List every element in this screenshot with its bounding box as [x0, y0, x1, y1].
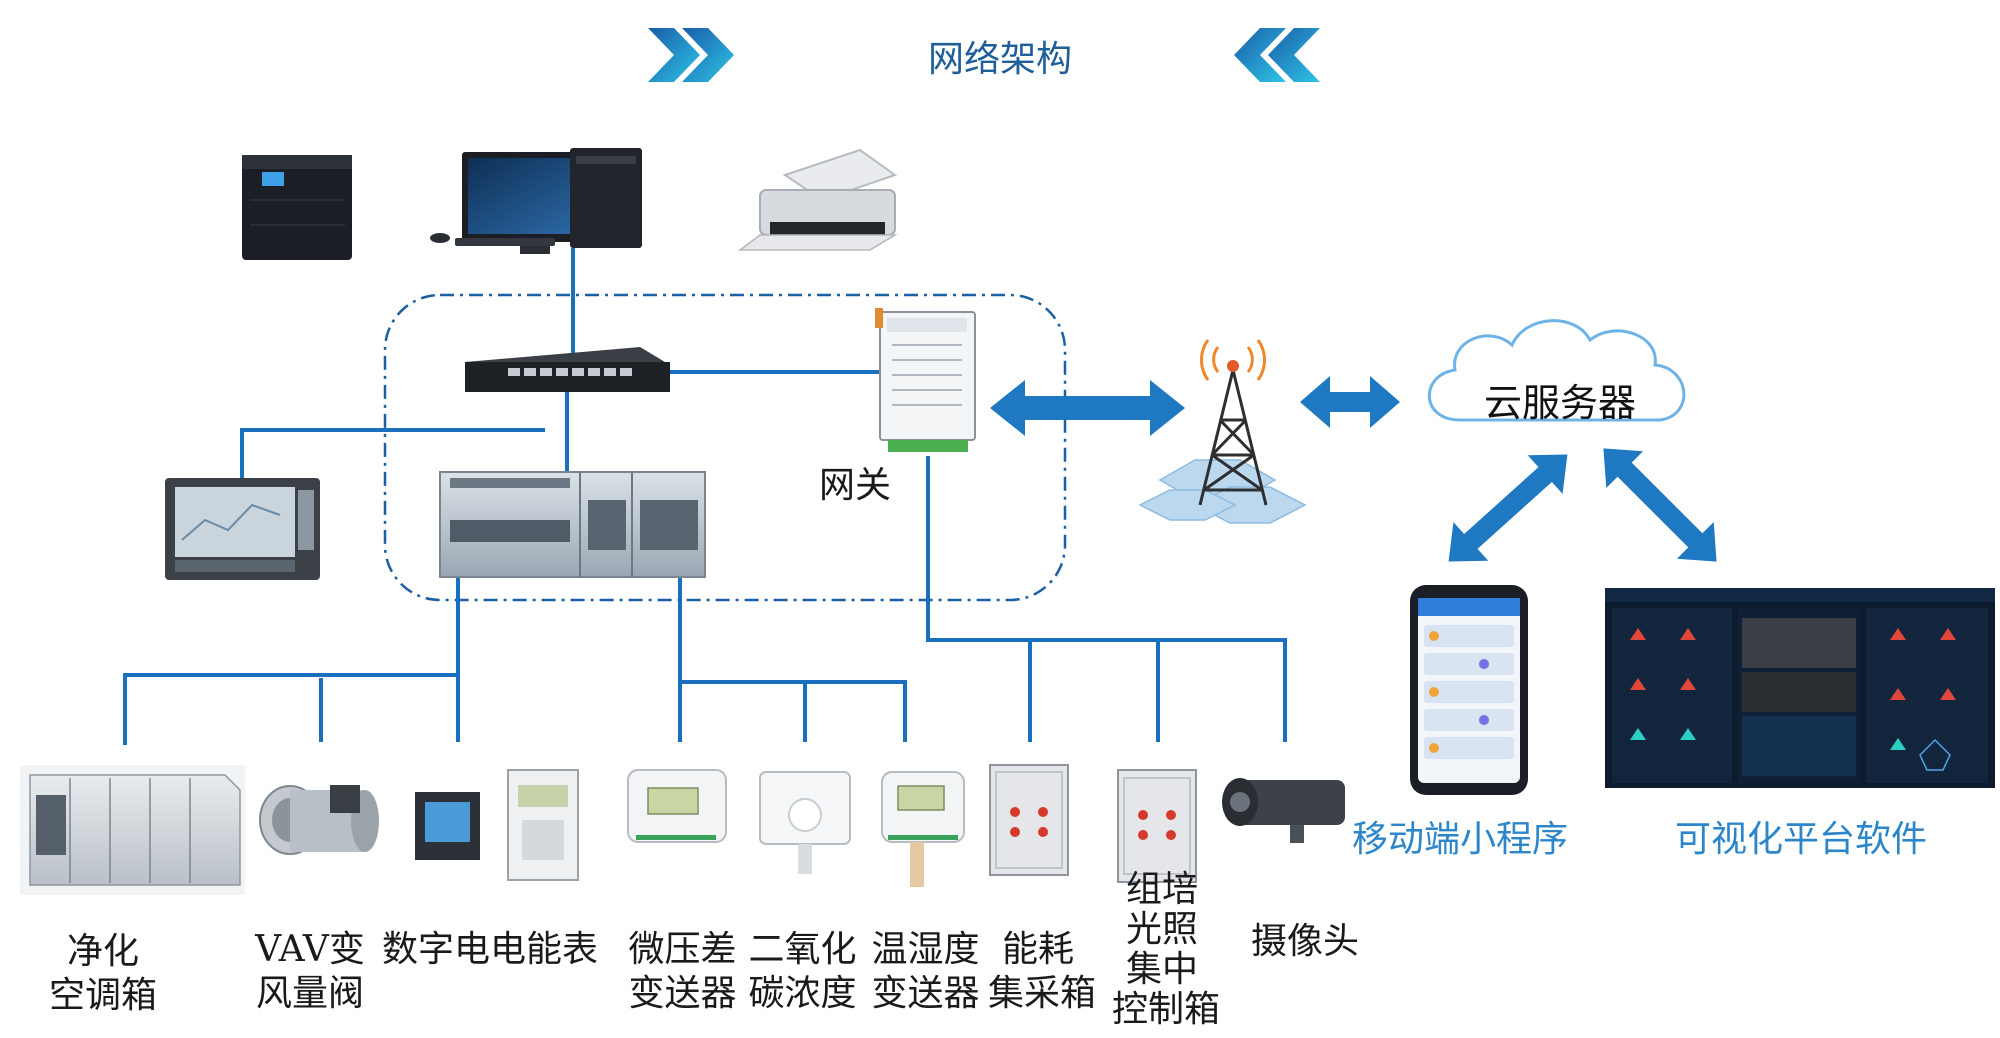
device-label-line: 集中 [1125, 949, 1198, 990]
air-handling-unit-icon [20, 765, 245, 895]
ups-icon [242, 155, 352, 260]
energy-collection-cabinet-icon [989, 764, 1069, 876]
device-label-line: 光照 [1125, 909, 1198, 950]
device-label-line: 集采箱 [988, 973, 1097, 1014]
double-arrow-icon [1300, 376, 1400, 428]
platform-label: 可视化平台软件 [1675, 819, 1928, 860]
device-label-line: 温湿度 [871, 929, 980, 970]
double-arrow-icon [1603, 448, 1717, 562]
double-arrow-icon [990, 380, 1185, 436]
vav-damper-icon [259, 785, 379, 855]
device-label-line: 组培 [1125, 869, 1198, 910]
printer-icon [737, 148, 898, 251]
co2-sensor-icon [759, 771, 851, 874]
device-label-line: 二氧化 [748, 929, 857, 970]
device-label-ahu: 净化 空调箱 [38, 930, 168, 1018]
mobile-label: 移动端小程序 [1352, 819, 1569, 860]
gateway-label: 网关 [818, 465, 891, 506]
device-label-power-meter: 数字电电能表 [375, 928, 605, 972]
device-label-line: VAV变 [255, 929, 365, 970]
device-label-line: 能耗 [1001, 929, 1074, 970]
page-title: 网络架构 [927, 39, 1072, 80]
power-meter-icon [415, 769, 579, 881]
device-label-line: 控制箱 [1112, 989, 1221, 1030]
gateway-device-icon [875, 308, 976, 452]
desktop-computer-icon [430, 148, 642, 254]
lan-boundary [383, 293, 1067, 602]
cloud-server-icon [1427, 319, 1686, 422]
camera-icon [1222, 778, 1345, 843]
pressure-transmitter-icon [627, 769, 727, 843]
device-label-vav: VAV变 风量阀 [250, 928, 370, 1016]
device-label-line: 数字电电能表 [381, 929, 598, 970]
device-label-energy-cabinet: 能耗 集采箱 [988, 928, 1097, 1016]
device-label-line: 摄像头 [1250, 921, 1359, 962]
mobile-phone-icon [1410, 585, 1528, 795]
cloud-server-label: 云服务器 [1483, 381, 1636, 425]
temperature-humidity-transmitter-icon [881, 771, 965, 887]
network-switch-icon [465, 347, 670, 392]
signal-tower-icon [1138, 339, 1307, 524]
device-label-line: 碳浓度 [748, 973, 857, 1014]
device-label-line: 微压差 [628, 929, 737, 970]
device-label-lighting-cabinet: 组培 光照 集中 控制箱 [1112, 869, 1221, 1030]
device-label-co2: 二氧化 碳浓度 [745, 928, 860, 1016]
device-label-line: 空调箱 [48, 975, 157, 1016]
lighting-control-cabinet-icon [1117, 769, 1197, 883]
device-label-line: 净化 [66, 931, 139, 972]
device-label-camera: 摄像头 [1245, 920, 1365, 964]
device-label-pressure: 微压差 变送器 [625, 928, 740, 1016]
dashboard-screen-icon [1605, 588, 1995, 788]
chevron-right-icon [648, 28, 734, 82]
device-label-line: 风量阀 [255, 973, 364, 1014]
plc-controller-icon [439, 471, 706, 578]
connection-lines [123, 248, 1287, 745]
device-label-line: 变送器 [871, 973, 980, 1014]
device-label-line: 变送器 [628, 973, 737, 1014]
double-arrow-icon [1448, 454, 1568, 562]
device-label-temp-humidity: 温湿度 变送器 [868, 928, 983, 1016]
chevron-left-icon [1234, 28, 1320, 82]
hmi-touch-panel-icon [165, 478, 320, 580]
